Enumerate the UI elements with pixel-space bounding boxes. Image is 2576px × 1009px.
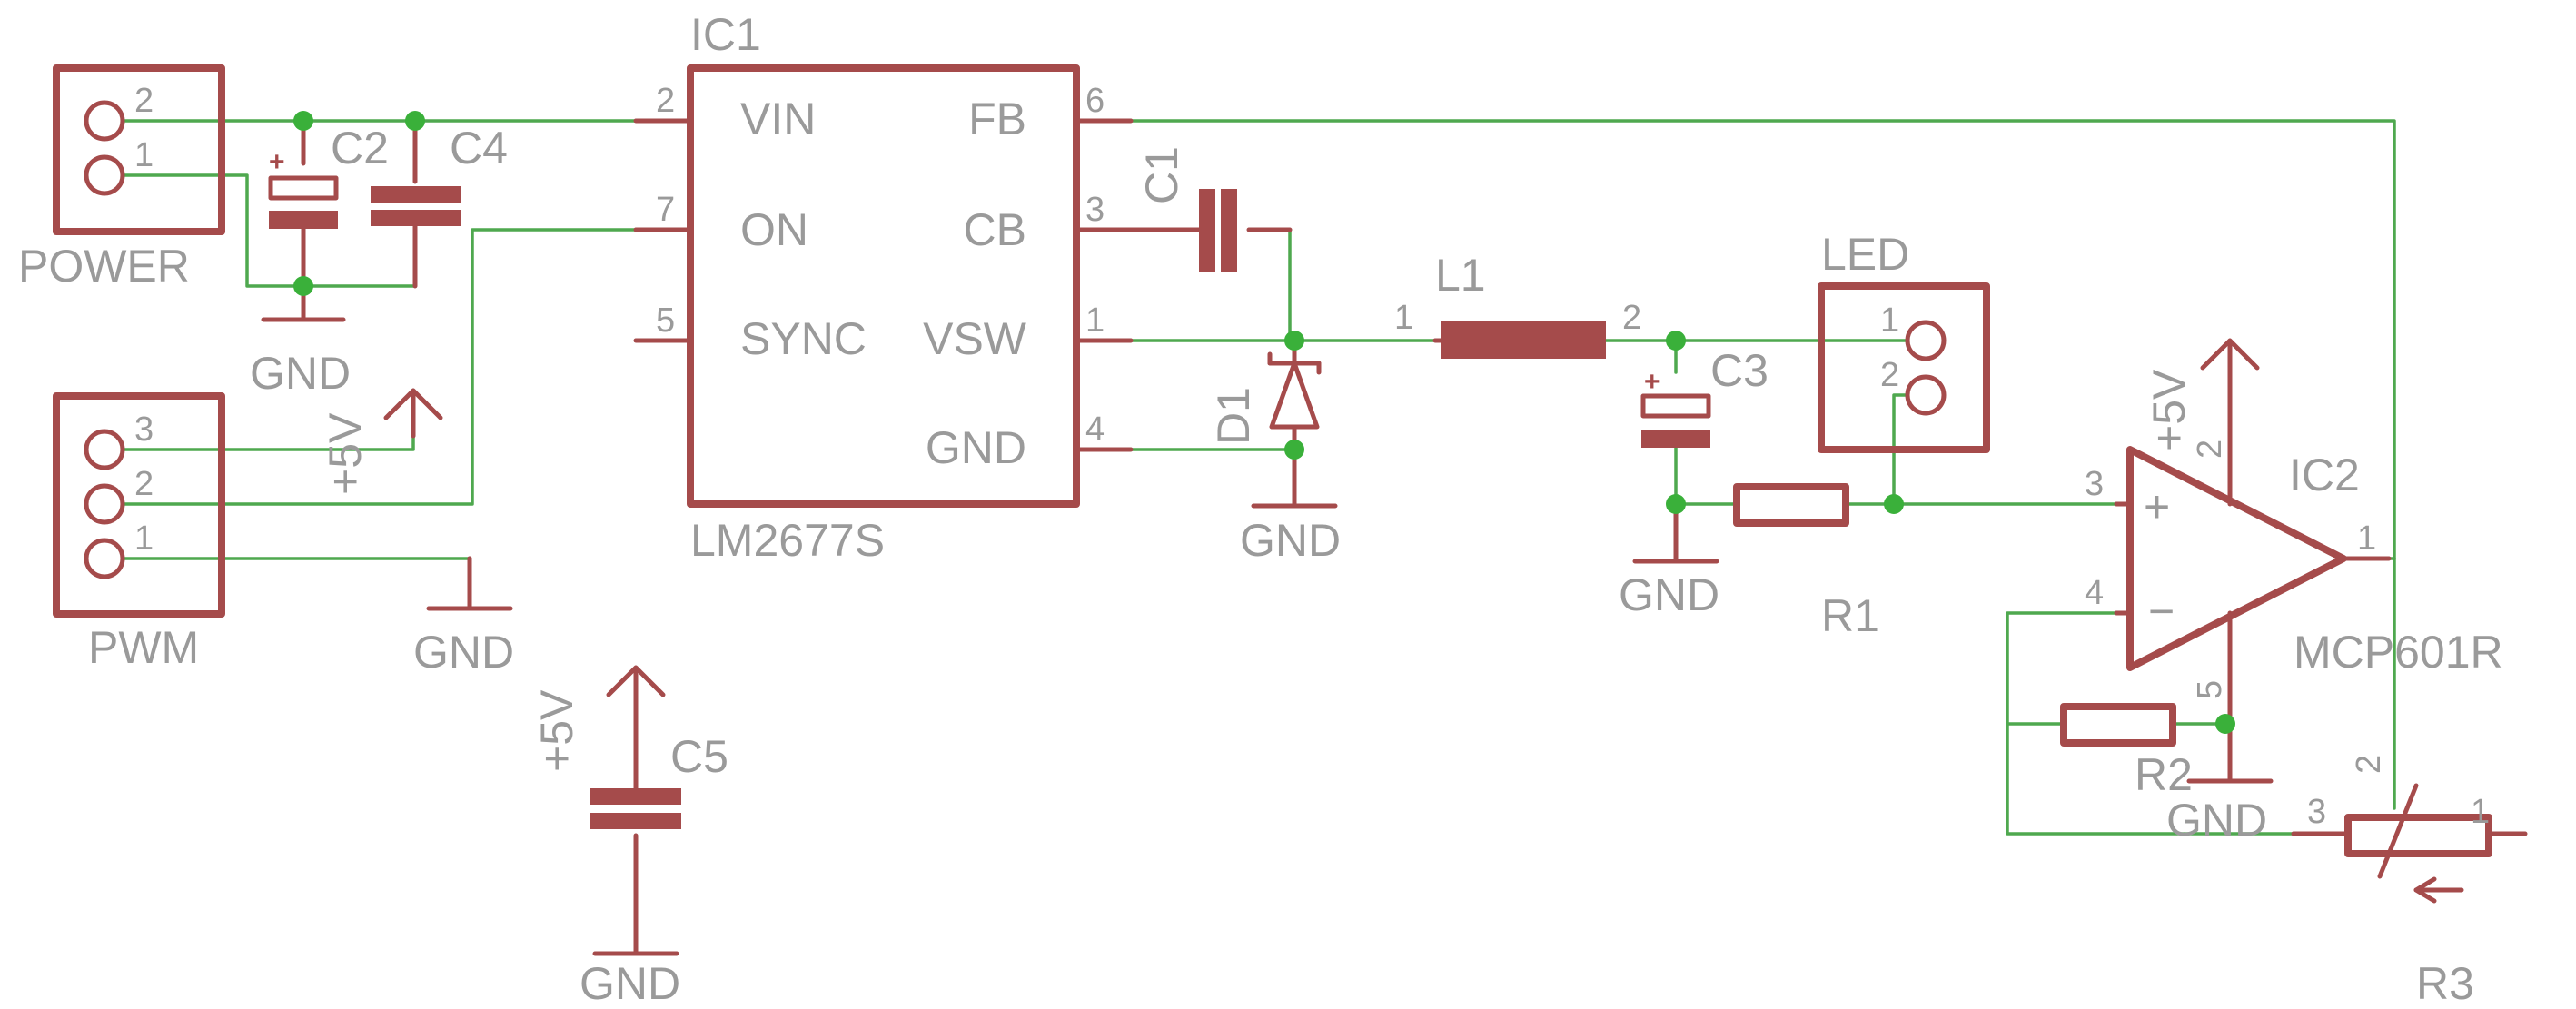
r2-label: R2 (2135, 749, 2193, 800)
ground-c3: GND (1619, 551, 1719, 620)
ground-ic2: GND (2166, 778, 2274, 846)
capacitor-c5: C5 (590, 731, 728, 829)
capacitor-c1: C1 (1136, 146, 1237, 272)
l1-label: L1 (1435, 250, 1486, 301)
supply-5v-ic2-label: +5V (2144, 369, 2195, 451)
ground-c5-label: GND (580, 958, 680, 1009)
ic1-value: LM2677S (690, 515, 885, 566)
diode-d1: D1 (1208, 351, 1322, 445)
l1-pin-1: 1 (1394, 299, 1413, 337)
ic2-non-inverting-sign: + (2144, 481, 2170, 532)
c3-label: C3 (1710, 345, 1769, 396)
ic1-pin-on-label: ON (740, 204, 808, 255)
c2-polarity: + (269, 147, 285, 177)
ic1-pin-sync-num: 5 (656, 302, 675, 340)
wire-pwm2-on (103, 228, 638, 506)
ic2-value: MCP601R (2294, 627, 2503, 678)
r3-pin-1: 1 (2471, 793, 2490, 831)
ic1-pin-vsw-num: 1 (1085, 302, 1105, 340)
ground-power-label: GND (250, 348, 351, 399)
pwm-pin-3: 3 (134, 411, 154, 449)
led-pin-1: 1 (1880, 302, 1899, 340)
ic1-pin-cb-label: CB (964, 204, 1026, 255)
ic2-pin-1: 1 (2357, 519, 2376, 558)
supply-5v-pwm-label: +5V (320, 412, 371, 495)
ground-ic2-label: GND (2166, 795, 2267, 846)
ic2-name: IC2 (2289, 450, 2360, 500)
potentiometer-r3: 3 2 1 R3 (2307, 755, 2492, 1009)
ic1-pin-on-num: 7 (656, 191, 675, 229)
resistor-r1: R1 (1733, 483, 1879, 641)
c3-polarity: + (1644, 367, 1660, 397)
supply-5v-c5: +5V (531, 665, 666, 772)
ground-c5: GND (580, 951, 680, 1009)
ic1-lm2677s: IC1 LM2677S 2 7 5 VIN ON SYNC 6 3 1 4 FB… (656, 9, 1105, 566)
connector-led: 1 2 LED (1818, 229, 1990, 453)
ic2-mcp601r: + − 3 4 1 2 5 IC2 MCP601R (2085, 440, 2503, 699)
capacitor-c3: + C3 (1640, 345, 1769, 448)
ic2-pin-3: 3 (2085, 465, 2104, 503)
r3-pin-3: 3 (2307, 793, 2326, 831)
led-pin-2: 2 (1880, 356, 1899, 394)
c5-label: C5 (670, 731, 728, 782)
d1-label: D1 (1208, 387, 1259, 445)
r3-label: R3 (2416, 958, 2474, 1009)
wire-pwm3-5v (103, 434, 415, 451)
ground-power: GND (250, 283, 351, 399)
resistor-r2: R2 (2060, 703, 2193, 800)
junctions (293, 111, 2235, 734)
ic1-pin-fb-num: 6 (1085, 82, 1105, 120)
c1-label: C1 (1136, 146, 1187, 204)
led-connector-label: LED (1821, 229, 1909, 280)
connector-pwm: 3 2 1 PWM (53, 392, 225, 673)
pwm-pin-1: 1 (134, 519, 154, 558)
power-connector-label: POWER (18, 241, 190, 292)
power-pin-1: 1 (134, 136, 154, 174)
connector-power: 2 1 POWER (18, 64, 225, 292)
pwm-pin-2: 2 (134, 465, 154, 503)
r1-label: R1 (1821, 590, 1879, 641)
ic2-pin-2: 2 (2191, 440, 2229, 459)
power-pin-2: 2 (134, 82, 154, 120)
inductor-l1: 1 2 L1 (1394, 250, 1641, 359)
ground-d1: GND (1240, 501, 1341, 566)
capacitor-c4: C4 (371, 123, 508, 226)
l1-pin-2: 2 (1622, 299, 1641, 337)
ic2-pin-4: 4 (2085, 574, 2104, 612)
ground-pwm: GND (413, 556, 514, 678)
supply-5v-c5-label: +5V (531, 689, 582, 772)
supply-5v-pwm: +5V (320, 388, 443, 495)
wire-pwm1-gnd (103, 557, 471, 592)
r3-pin-2: 2 (2350, 755, 2388, 774)
wire-fb-feedback (1129, 119, 2396, 810)
wire-c3-r1 (1674, 443, 1737, 506)
ground-d1-label: GND (1240, 515, 1341, 566)
ic1-pin-vin-num: 2 (656, 82, 675, 120)
capacitor-c2: + C2 (268, 123, 389, 229)
ic1-pin-gnd-num: 4 (1085, 411, 1105, 449)
pwm-connector-label: PWM (88, 622, 199, 673)
ic1-pin-vin-label: VIN (740, 94, 816, 144)
ground-c3-label: GND (1619, 569, 1719, 620)
ic1-pin-sync-label: SYNC (740, 313, 867, 364)
ic1-name: IC1 (690, 9, 761, 60)
ic2-inverting-sign: − (2148, 586, 2175, 637)
c4-label: C4 (450, 123, 508, 173)
ic1-pin-vsw-label: VSW (923, 313, 1027, 364)
ic1-pin-fb-label: FB (968, 94, 1026, 144)
ic1-pin-cb-num: 3 (1085, 191, 1105, 229)
ground-pwm-label: GND (413, 627, 514, 678)
supply-5v-ic2: +5V (2144, 338, 2260, 451)
c2-label: C2 (331, 123, 389, 173)
ic1-pin-gnd-label: GND (926, 422, 1026, 473)
ic2-pin-5: 5 (2191, 680, 2229, 699)
